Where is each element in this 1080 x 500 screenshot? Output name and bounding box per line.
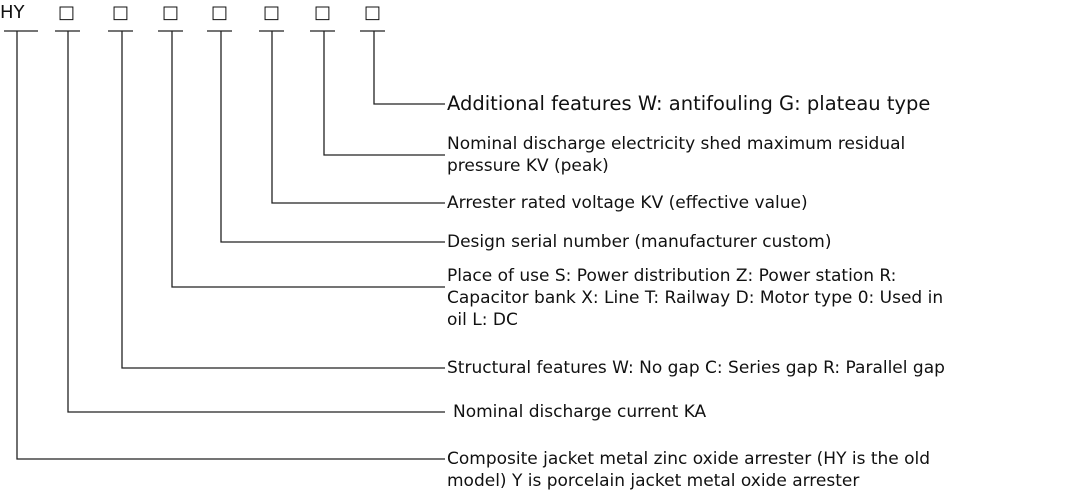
leader-additional-features	[373, 31, 445, 105]
code-slot-5: □	[263, 2, 281, 23]
item-line: Additional features W: antifouling G: pl…	[447, 92, 931, 115]
item-design-serial: Design serial number (manufacturer custo…	[447, 231, 831, 253]
code-slot-2: □	[112, 2, 130, 23]
item-rated-voltage: Arrester rated voltage KV (effective val…	[447, 192, 808, 214]
leader-discharge-current	[67, 31, 445, 413]
item-structural-features: Structural features W: No gap C: Series …	[447, 357, 945, 379]
item-discharge-current: Nominal discharge current KA	[453, 401, 706, 423]
code-slot-7: □	[364, 2, 382, 23]
leader-arrester-type	[16, 31, 445, 460]
item-line: Place of use S: Power distribution Z: Po…	[447, 266, 897, 286]
item-line: model) Y is porcelain jacket metal oxide…	[447, 471, 860, 491]
item-line: Capacitor bank X: Line T: Railway D: Mot…	[447, 288, 944, 308]
leader-design-serial	[220, 31, 445, 243]
leader-residual-pressure	[323, 31, 445, 156]
item-arrester-type: Composite jacket metal zinc oxide arrest…	[447, 448, 930, 492]
item-line: Composite jacket metal zinc oxide arrest…	[447, 449, 931, 469]
item-line: Nominal discharge electricity shed maxim…	[447, 134, 906, 154]
item-line: Structural features W: No gap C: Series …	[447, 358, 945, 378]
item-additional-features: Additional features W: antifouling G: pl…	[447, 92, 930, 116]
item-line: Design serial number (manufacturer custo…	[447, 232, 832, 252]
code-slot-3: □	[162, 2, 180, 23]
code-slot-1: □	[58, 2, 76, 23]
model-prefix: HY	[0, 2, 25, 23]
item-residual-pressure: Nominal discharge electricity shed maxim…	[447, 133, 905, 177]
item-line: oil L: DC	[447, 310, 518, 330]
item-line: pressure KV (peak)	[447, 156, 609, 176]
item-line: Nominal discharge current KA	[453, 402, 707, 422]
item-line: Arrester rated voltage KV (effective val…	[447, 193, 808, 213]
leader-rated-voltage	[271, 31, 445, 204]
leader-place-of-use	[171, 31, 445, 288]
code-slot-6: □	[314, 2, 332, 23]
item-place-of-use: Place of use S: Power distribution Z: Po…	[447, 265, 943, 331]
leader-structural-features	[121, 31, 445, 369]
code-slot-4: □	[211, 2, 229, 23]
